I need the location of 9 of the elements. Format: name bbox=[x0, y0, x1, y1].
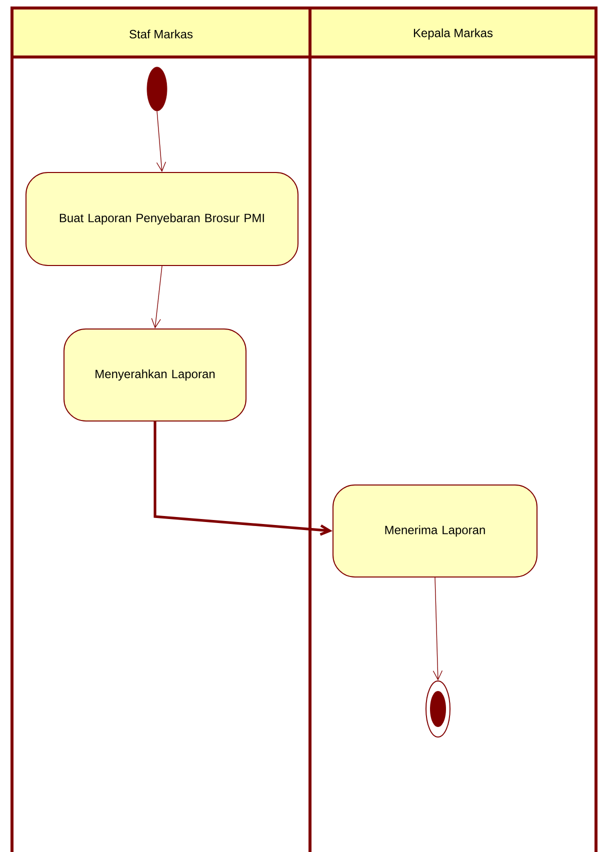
arrow bbox=[156, 110, 166, 172]
arrow bbox=[432, 577, 443, 680]
activity-box: Menyerahkan Laporan bbox=[64, 328, 246, 422]
start-node bbox=[146, 66, 168, 112]
activity-box: Menerima Laporan bbox=[332, 484, 538, 578]
arrow bbox=[151, 266, 162, 328]
arrow bbox=[154, 422, 332, 536]
end-node bbox=[426, 680, 450, 738]
activity-box: Buat Laporan Penyebaran Brosur PMI bbox=[26, 172, 298, 266]
